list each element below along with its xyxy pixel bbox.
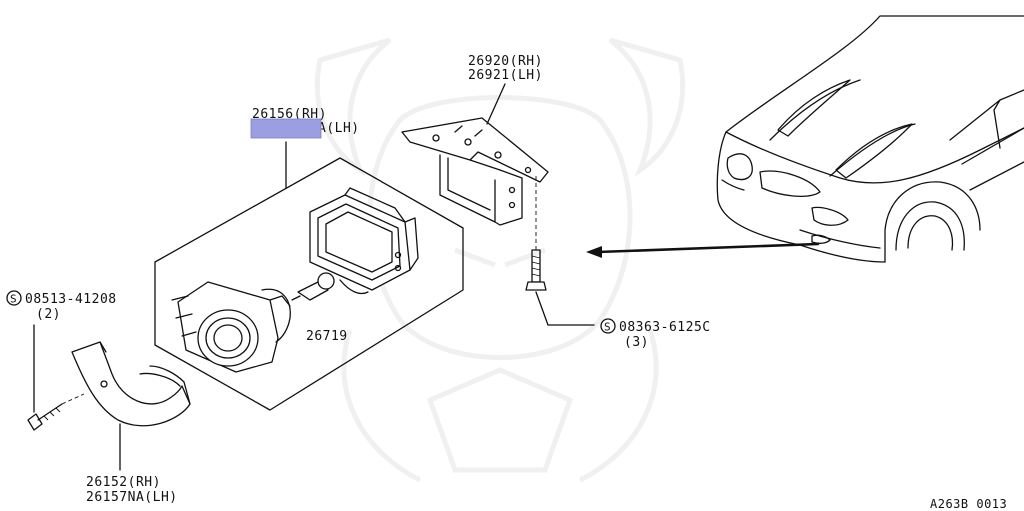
bolt-s-symbol-circle [600,318,616,334]
bolt-part-number: 08363-6125C [619,320,711,335]
screw-s-symbol-circle [6,290,22,306]
lamp-cover [71,341,191,427]
bulb-label: 26719 [306,329,348,344]
lamp-group-outline [154,157,464,411]
car-front [716,15,1024,263]
screw-s-symbol: S [10,293,17,306]
fog-lamp-housing [309,187,419,295]
screw-part-number: 08513-41208 [25,292,117,307]
bolt [525,249,547,291]
cover-label-rh: 26152(RH) [86,475,161,490]
bolt-quantity: (3) [624,335,649,350]
mounting-bracket [401,117,549,226]
bracket-label-lh: 26921(LH) [468,68,543,83]
redaction-highlight [250,118,322,139]
bolt-leader-line [535,291,595,326]
cover-label-lh: 26157NA(LH) [86,490,178,505]
lamp-label-rh: 26156(RH) [252,107,327,122]
watermark-emblem [314,37,686,483]
diagram-code: A263B 0013 [930,497,1007,511]
bulb [291,272,335,301]
screw-quantity: (2) [36,307,61,322]
location-arrow [596,242,820,254]
bracket-label-rh: 26920(RH) [468,54,543,69]
bolt-s-symbol: S [604,321,611,334]
fog-lamp-lens [171,281,291,373]
location-arrowhead [586,246,602,258]
lamp-label-lh: A(LH) [318,121,360,136]
screw [27,393,85,431]
bracket-leader-line [486,83,506,125]
